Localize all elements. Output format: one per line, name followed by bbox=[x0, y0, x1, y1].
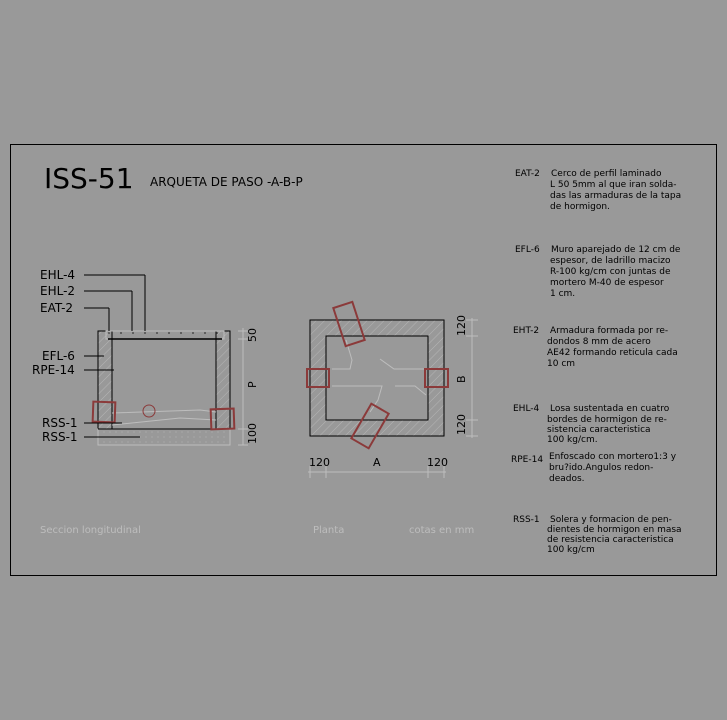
legend: EAT-2 Cerco de perfil laminado L 50 5mm … bbox=[511, 169, 682, 555]
legend-line: de resistencia caracteristica bbox=[547, 535, 674, 545]
plan-dim-left: 120 bbox=[309, 456, 330, 469]
legend-line: das las armaduras de la tapa bbox=[550, 191, 681, 201]
legend-line: 100 kg/cm. bbox=[547, 435, 598, 445]
dim-top: 50 bbox=[246, 328, 259, 342]
legend-line: Muro aparejado de 12 cm de bbox=[551, 245, 681, 255]
legend-line: mortero M-40 de espesor bbox=[550, 278, 664, 288]
label-ehl-2: EHL-2 bbox=[40, 284, 75, 298]
legend-line: Cerco de perfil laminado bbox=[551, 169, 662, 179]
label-rss-1-a: RSS-1 bbox=[42, 416, 78, 430]
legend-code: RSS-1 bbox=[513, 515, 540, 525]
legend-line: deados. bbox=[549, 474, 585, 484]
legend-line: sistencia caracteristica bbox=[547, 425, 651, 435]
legend-line: Losa sustentada en cuatro bbox=[550, 404, 670, 414]
legend-line: 1 cm. bbox=[550, 289, 575, 299]
legend-line: 10 cm bbox=[547, 359, 575, 369]
legend-line: Armadura formada por re- bbox=[550, 326, 668, 336]
dim-p: P bbox=[246, 381, 259, 388]
legend-code: EHL-4 bbox=[513, 404, 540, 414]
legend-line: de hormigon. bbox=[550, 202, 610, 212]
plan-dim-b: B bbox=[455, 375, 468, 383]
label-ehl-4: EHL-4 bbox=[40, 268, 75, 282]
legend-line: espesor, de ladrillo macizo bbox=[550, 256, 671, 266]
plan-dim-right: 120 bbox=[427, 456, 448, 469]
legend-code: RPE-14 bbox=[511, 455, 543, 465]
label-rss-1-b: RSS-1 bbox=[42, 430, 78, 444]
legend-line: R-100 kg/cm con juntas de bbox=[550, 267, 671, 277]
drawing-frame bbox=[10, 144, 717, 576]
title-name: ARQUETA DE PASO -A-B-P bbox=[150, 175, 303, 189]
legend-code: EFL-6 bbox=[515, 245, 540, 255]
legend-line: dondos 8 mm de acero bbox=[547, 337, 651, 347]
caption-units: cotas en mm bbox=[409, 525, 474, 536]
dim-bottom: 100 bbox=[246, 423, 259, 444]
legend-line: Enfoscado con mortero1:3 y bbox=[549, 452, 677, 462]
legend-line: bru?ido.Angulos redon- bbox=[549, 463, 653, 473]
legend-code: EHT-2 bbox=[513, 326, 539, 336]
section-drawing bbox=[84, 274, 248, 446]
legend-line: bordes de hormigon de re- bbox=[547, 415, 667, 425]
title-code: ISS-51 bbox=[44, 162, 134, 195]
plan-dim-bottom: 120 bbox=[455, 414, 468, 435]
plan-dim-top: 120 bbox=[455, 315, 468, 336]
label-efl-6: EFL-6 bbox=[42, 349, 75, 363]
caption-section: Seccion longitudinal bbox=[40, 525, 141, 536]
plan-dim-a: A bbox=[373, 456, 381, 469]
label-eat-2: EAT-2 bbox=[40, 301, 73, 315]
legend-line: 100 kg/cm bbox=[547, 545, 595, 555]
legend-line: Solera y formacion de pen- bbox=[550, 515, 672, 525]
plan-drawing bbox=[306, 300, 478, 478]
label-rpe-14: RPE-14 bbox=[32, 363, 75, 377]
legend-line: dientes de hormigon en masa bbox=[547, 525, 682, 535]
caption-plan: Planta bbox=[313, 525, 344, 536]
legend-line: L 50 5mm al que iran solda- bbox=[550, 180, 676, 190]
legend-line: AE42 formando reticula cada bbox=[547, 348, 678, 358]
legend-code: EAT-2 bbox=[515, 169, 540, 179]
